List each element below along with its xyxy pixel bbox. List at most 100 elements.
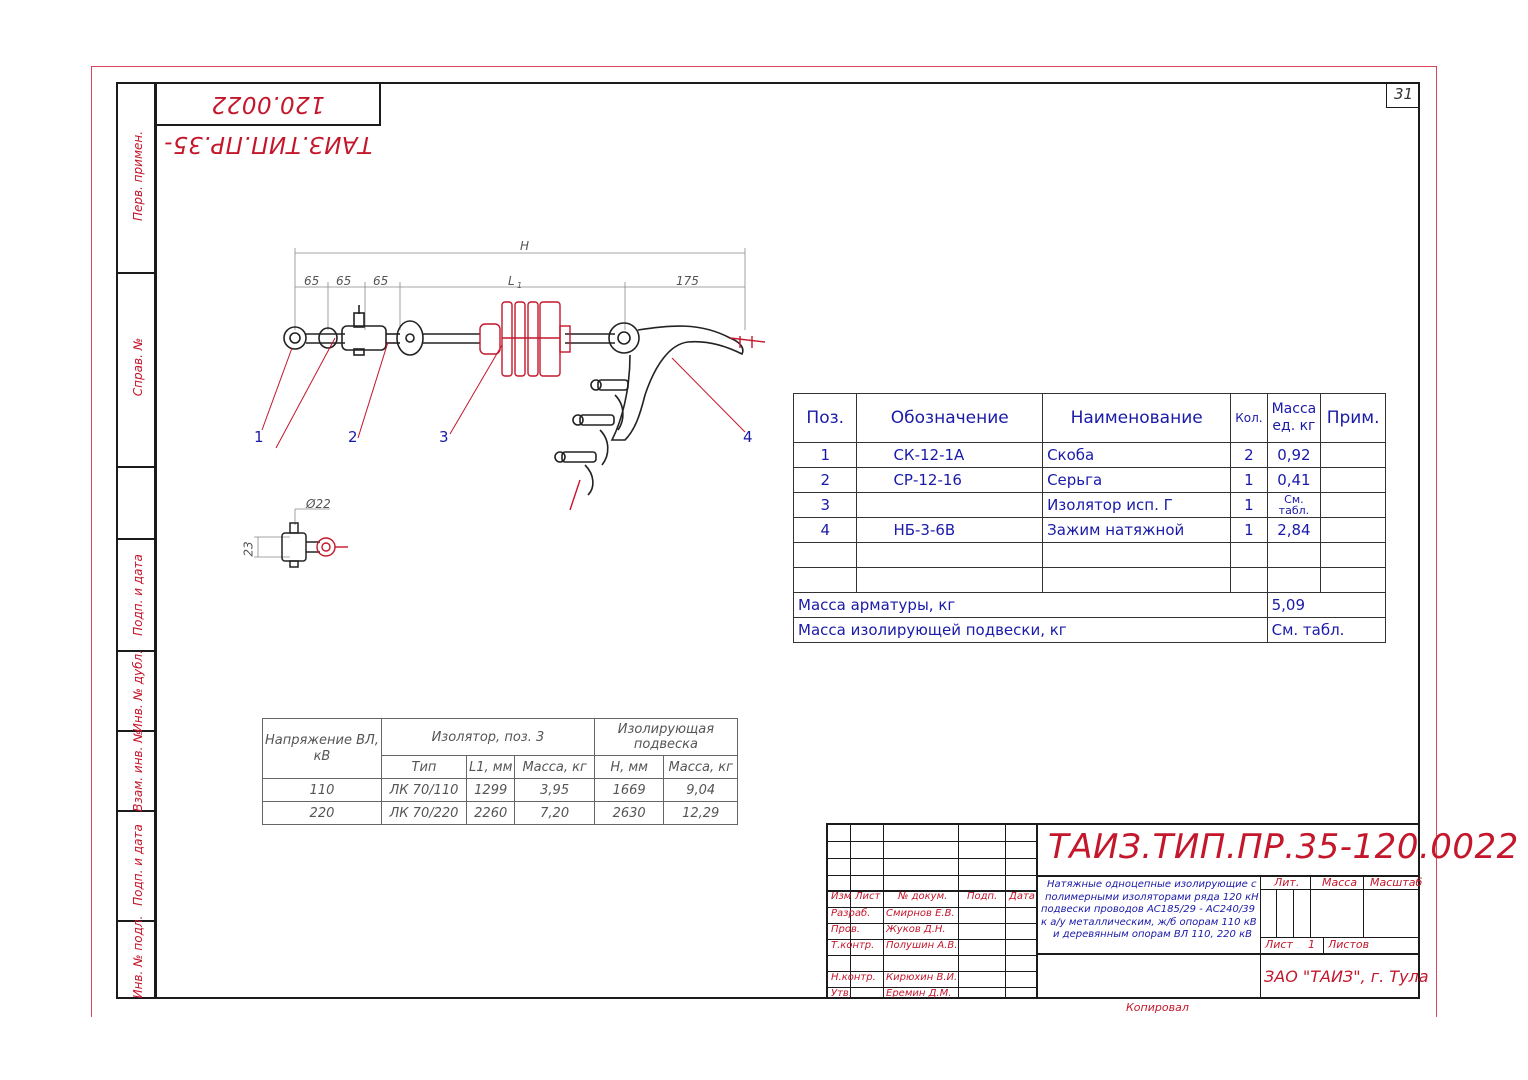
sheet-border	[91, 66, 1437, 1017]
tb-name-approved: Еремин Д.М.	[886, 988, 952, 999]
spec-row-note	[1320, 517, 1386, 543]
tb-column-sheet: Лист	[855, 891, 881, 902]
side-cell-first-use: Перв. примен.	[118, 84, 154, 274]
dimension-label-d3: 65	[373, 274, 388, 288]
dimension-label-diameter: Ø22	[306, 497, 331, 511]
spec-row-mass: 2,84	[1266, 517, 1322, 543]
spec-row: 1 СК-12-1А Скоба 2 0,92	[792, 442, 1386, 468]
insulator-header-assembly-line2: подвеска	[633, 737, 698, 752]
insulator-cell-voltage: 110	[262, 778, 382, 802]
tb-sheets-label: Листов	[1328, 938, 1370, 951]
dimension-label-end: 175	[676, 274, 699, 288]
spec-row-pos: 3	[792, 492, 858, 518]
tb-scale-label: Масштаб	[1370, 876, 1423, 889]
callout-2: 2	[348, 428, 358, 446]
insulator-header-insulator: Изолятор, поз. 3	[380, 718, 595, 756]
insulator-header-voltage-line1: Напряжение ВЛ,	[265, 732, 379, 748]
copied-by-label: Копировал	[1126, 1001, 1189, 1014]
spec-row-pos: 2	[792, 467, 858, 493]
shackle-eye-part	[283, 326, 307, 350]
insulator-subheader-mass: Масса, кг	[514, 755, 595, 779]
specification-table: Поз. Обозначение Наименование Кол. Масса…	[792, 393, 1387, 643]
dimension-label-height: 23	[241, 541, 256, 557]
spec-header-mass-line1: Масса	[1271, 401, 1317, 417]
spec-total-fittings-row: Масса арматуры, кг 5,09	[793, 592, 1387, 618]
insulator-cell-h: 2630	[593, 801, 665, 825]
spec-row-code	[856, 492, 1044, 518]
insulator-header-row: Напряжение ВЛ, кВ Изолятор, поз. 3 Изоли…	[262, 718, 739, 779]
title-block-code: ТАИЗ.ТИП.ПР.35-120.0022	[1048, 827, 1519, 867]
tb-description-line: к а/у металлическим, ж/б опорам 110 кВ	[1041, 916, 1257, 928]
spec-row-pos: 1	[792, 442, 858, 468]
insulator-cell-type: ЛК 70/110	[380, 778, 468, 802]
link-part	[396, 320, 424, 356]
insulator-header-assembly-line1: Изолирующая	[617, 722, 715, 737]
dimension-label-l1: L	[508, 274, 515, 288]
tb-column-docnum: № докум.	[898, 891, 948, 902]
clamp-eye-part	[608, 322, 640, 354]
tb-column-sign: Подп.	[967, 891, 998, 902]
side-label-reference: Справ. №	[131, 337, 145, 397]
side-cell-sign-date-2: Подп. и дата	[118, 812, 154, 922]
insulator-cell-h: 1669	[593, 778, 665, 802]
insulator-shed	[501, 301, 513, 377]
tb-role-norm-control: Н.контр.	[831, 972, 876, 983]
top-drawing-code: ТАИЗ.ТИП.ПР.35-120.0022	[163, 91, 373, 157]
tb-company: ЗАО "ТАИЗ", г. Тула	[1264, 967, 1429, 986]
insulator-cell-voltage: 220	[262, 801, 382, 825]
dimension-label-overall: H	[520, 239, 529, 253]
spec-row-qty: 1	[1230, 492, 1268, 518]
dimension-label-d1: 65	[304, 274, 319, 288]
spec-row-qty: 1	[1230, 517, 1268, 543]
insulator-subheader-row: Тип L1, мм Масса, кг Н, мм Масса, кг	[263, 755, 738, 779]
insulator-header-voltage-line2: кВ	[313, 748, 331, 764]
assembly-drawing: H 65 65 65 L 1 175	[261, 239, 766, 511]
side-cell-dup-inv: Инв. № дубл.	[118, 650, 154, 732]
spec-row-code: СР-12-16	[856, 467, 1044, 493]
spec-row-pos: 4	[792, 517, 858, 543]
insulator-row: 220 ЛК 70/220 2260 7,20 2630 12,29	[262, 801, 738, 825]
spec-row: 2 СР-12-16 Серьга 1 0,41	[792, 467, 1386, 493]
side-cell-reference: Справ. №	[118, 274, 154, 468]
spec-header-mass-line2: ед. кг	[1272, 418, 1316, 434]
spec-row-empty	[792, 542, 1386, 568]
spec-total-fittings-label: Масса арматуры, кг	[793, 592, 1268, 618]
spec-header-code: Обозначение	[856, 393, 1044, 443]
tb-name-checker: Жуков Д.Н.	[886, 924, 946, 935]
sheet-number: 31	[1386, 82, 1420, 108]
section-view	[254, 508, 348, 568]
callout-4: 4	[743, 428, 753, 446]
spec-total-assembly-label: Масса изолирующей подвески, кг	[793, 617, 1268, 643]
callout-3: 3	[439, 428, 449, 446]
top-drawing-code-stamp: ТАИЗ.ТИП.ПР.35-120.0022	[155, 82, 381, 157]
insulator-row: 110 ЛК 70/110 1299 3,95 1669 9,04	[262, 778, 738, 802]
dimension-label-d2: 65	[336, 274, 351, 288]
insulator-cell-assembly-mass: 9,04	[663, 778, 738, 802]
tb-name-norm-control: Кирюхин В.И.	[886, 972, 958, 983]
insulator-header-assembly: Изолирующая подвеска	[593, 718, 739, 756]
spec-row-code: СК-12-1А	[856, 442, 1044, 468]
insulator-table: Напряжение ВЛ, кВ Изолятор, поз. 3 Изоли…	[262, 718, 739, 825]
insulator-subheader-assembly-mass: Масса, кг	[663, 755, 738, 779]
spec-total-assembly-value: См. табл.	[1266, 617, 1387, 643]
side-stamp-strip: Перв. примен. Справ. № Подп. и дата Инв.…	[116, 82, 156, 999]
tb-role-developer: Разраб.	[831, 908, 871, 919]
spec-row-mass-line2: табл.	[1278, 504, 1310, 517]
insulator-cell-mass: 7,20	[514, 801, 595, 825]
side-cell-orig-inv: Инв. № подл.	[118, 916, 154, 999]
tension-clamp-part	[610, 325, 744, 441]
spec-row-qty: 1	[1230, 467, 1268, 493]
spec-row-mass: См. табл.	[1266, 492, 1322, 518]
spec-row-note	[1320, 467, 1386, 493]
spec-header-pos: Поз.	[792, 393, 858, 443]
tb-description-line: Натяжные одноцепные изолирующие с	[1047, 879, 1257, 890]
spec-row-mass: 0,92	[1266, 442, 1322, 468]
tb-description-line: и деревянным опорам ВЛ 110, 220 кВ	[1053, 929, 1252, 940]
spec-row-note	[1320, 492, 1386, 518]
spec-row-name: Изолятор исп. Г	[1042, 492, 1232, 518]
side-label-orig-inv: Инв. № подл.	[131, 915, 145, 999]
tb-role-tech-control: Т.контр.	[831, 940, 875, 951]
tb-sheet-value: 1	[1308, 938, 1315, 951]
spec-row: 4 НБ-3-6В Зажим натяжной 1 2,84	[792, 517, 1386, 543]
spec-row-empty	[792, 567, 1386, 593]
